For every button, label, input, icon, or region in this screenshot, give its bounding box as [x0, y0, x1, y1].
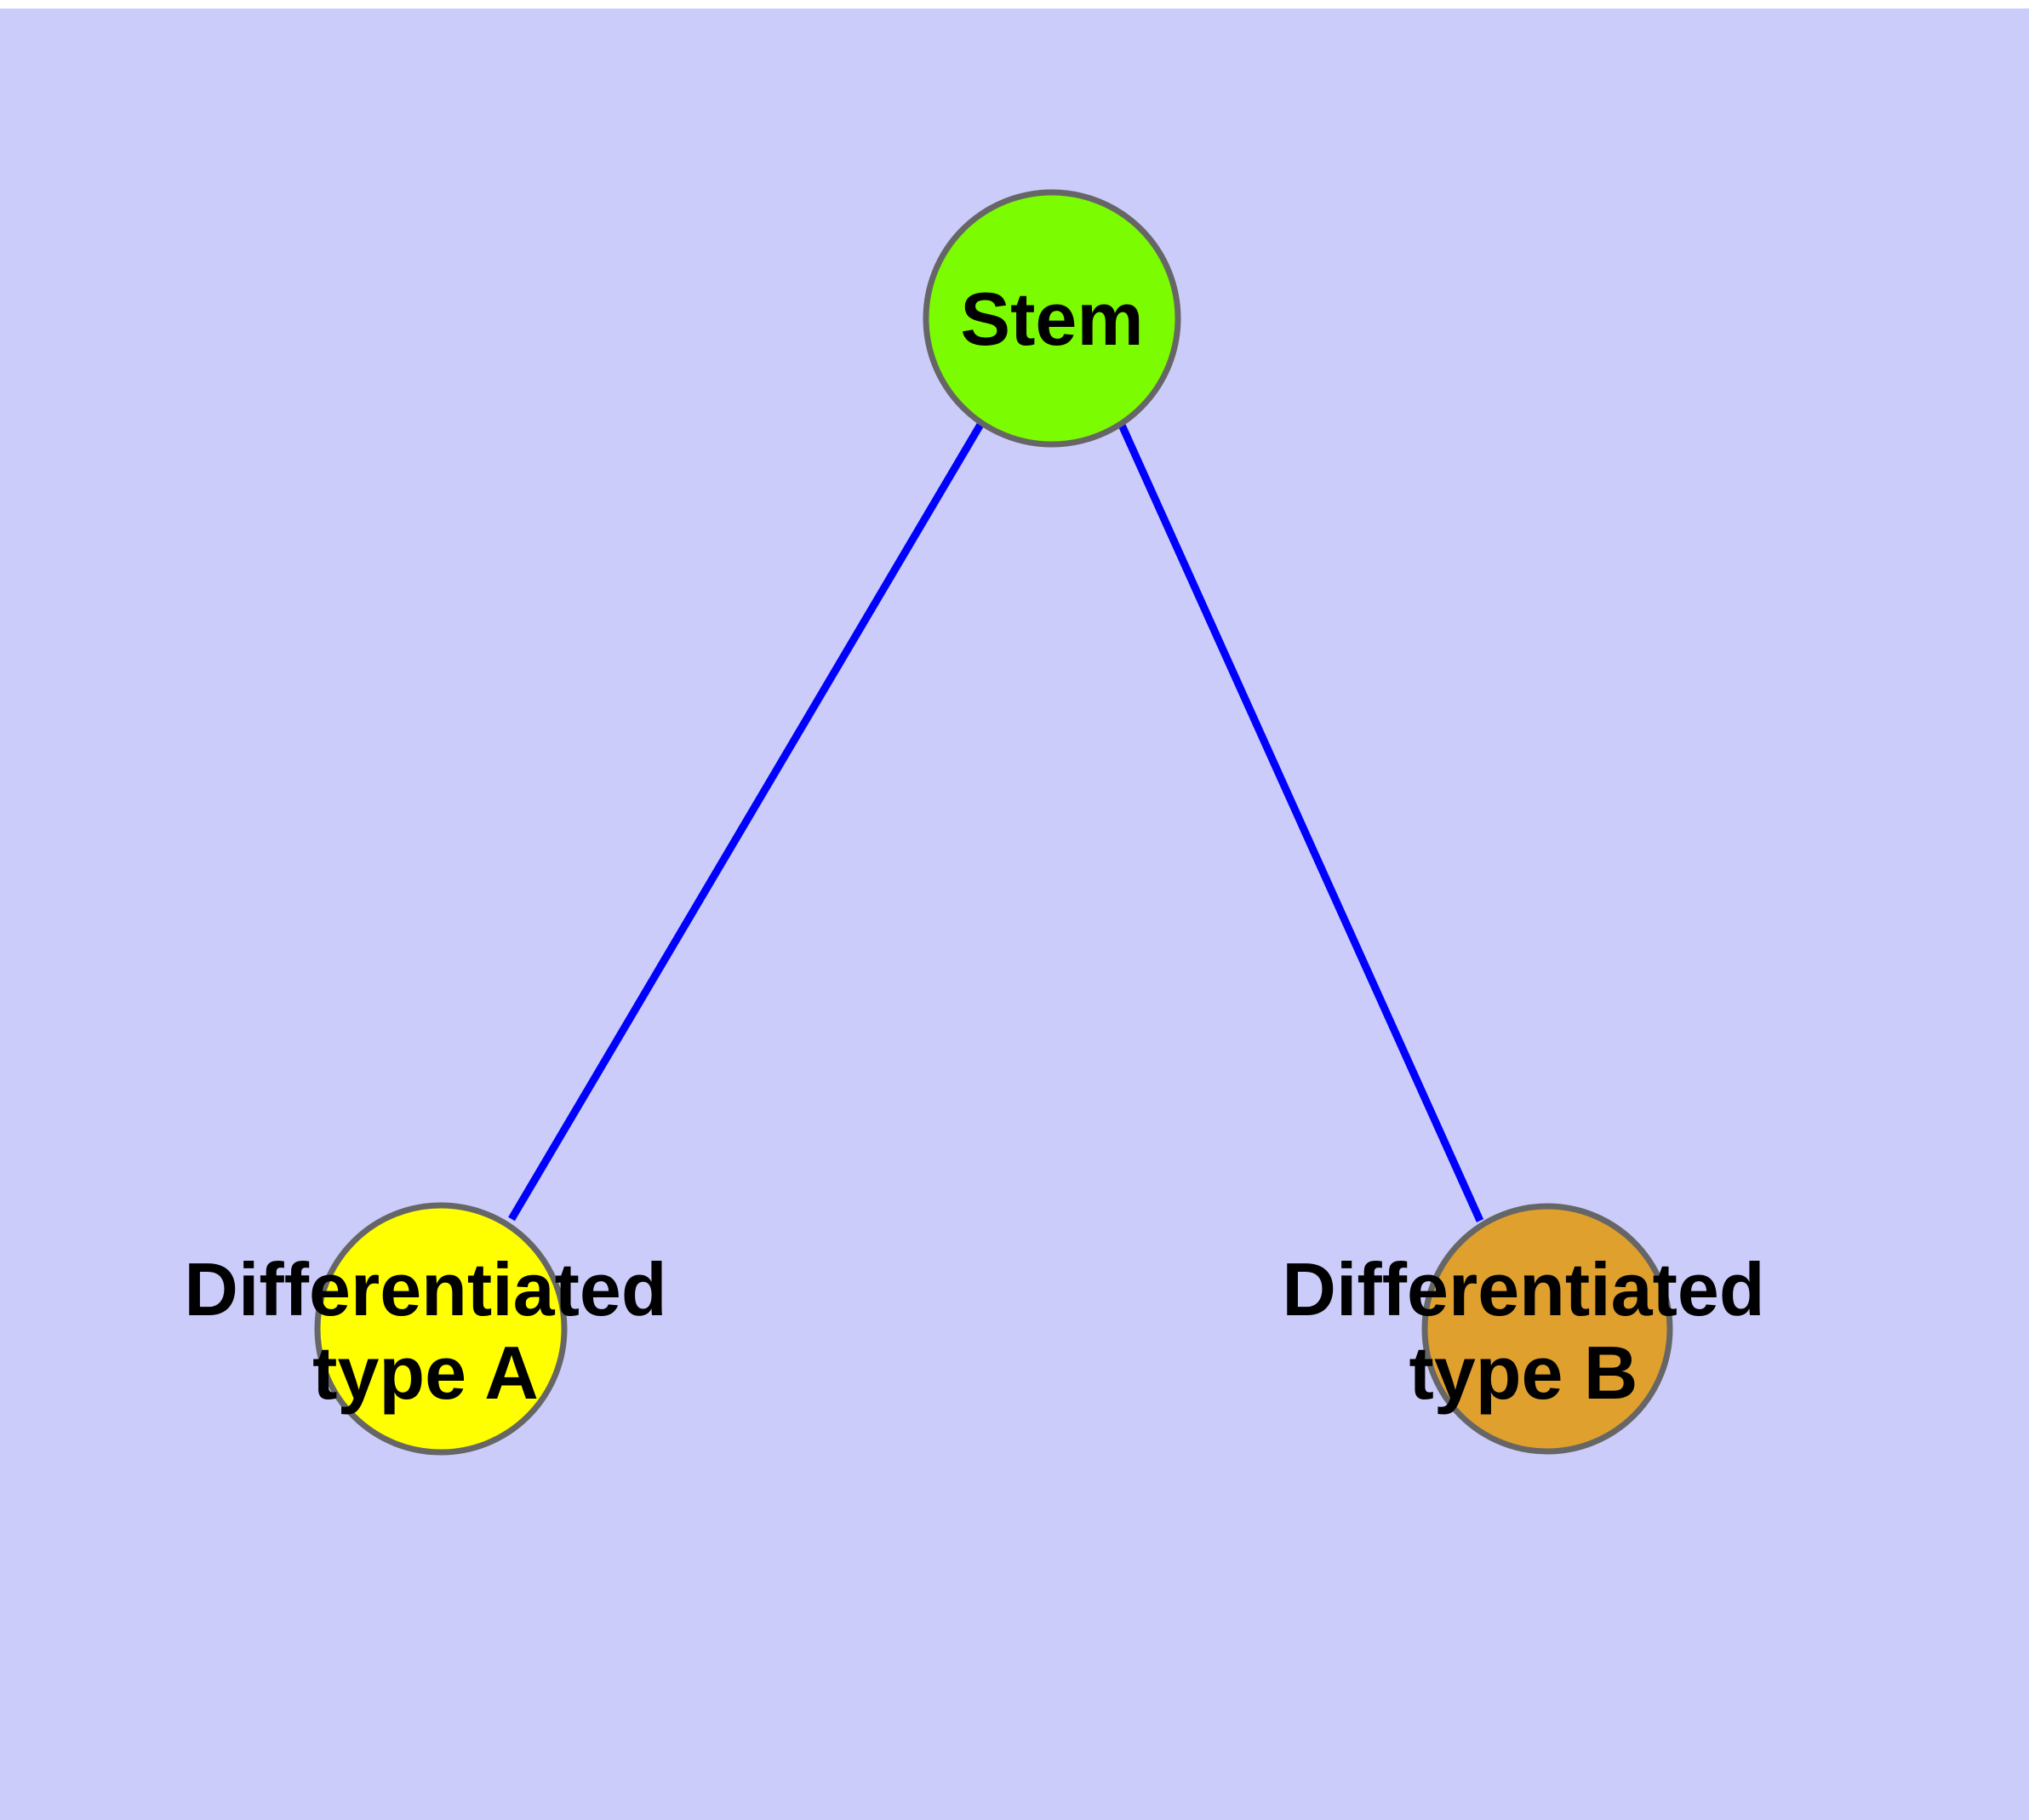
node-differentiated-type-a-label-line1: Differentiated	[184, 1247, 666, 1331]
node-differentiated-type-b-circle[interactable]	[1421, 1203, 1673, 1455]
node-differentiated-type-b-label-line1: Differentiated	[1282, 1247, 1764, 1331]
edge-stem-to-differentiated-type-a[interactable]	[508, 421, 985, 1222]
node-differentiated-type-b-label-line2: type B	[1409, 1331, 1638, 1415]
node-differentiated-type-a-circle[interactable]	[314, 1202, 568, 1456]
edge-stem-to-differentiated-type-b[interactable]	[1117, 421, 1484, 1222]
node-differentiated-type-a-label-line2: type A	[312, 1331, 539, 1415]
node-stem-circle[interactable]	[923, 189, 1181, 448]
node-differentiated-type-a[interactable]: Differentiated type A	[184, 1202, 667, 1456]
node-stem[interactable]: Stem	[923, 189, 1181, 448]
node-stem-label: Stem	[960, 277, 1143, 361]
node-differentiated-type-b[interactable]: Differentiated type B	[1282, 1203, 1765, 1455]
edge-group	[508, 421, 1484, 1222]
